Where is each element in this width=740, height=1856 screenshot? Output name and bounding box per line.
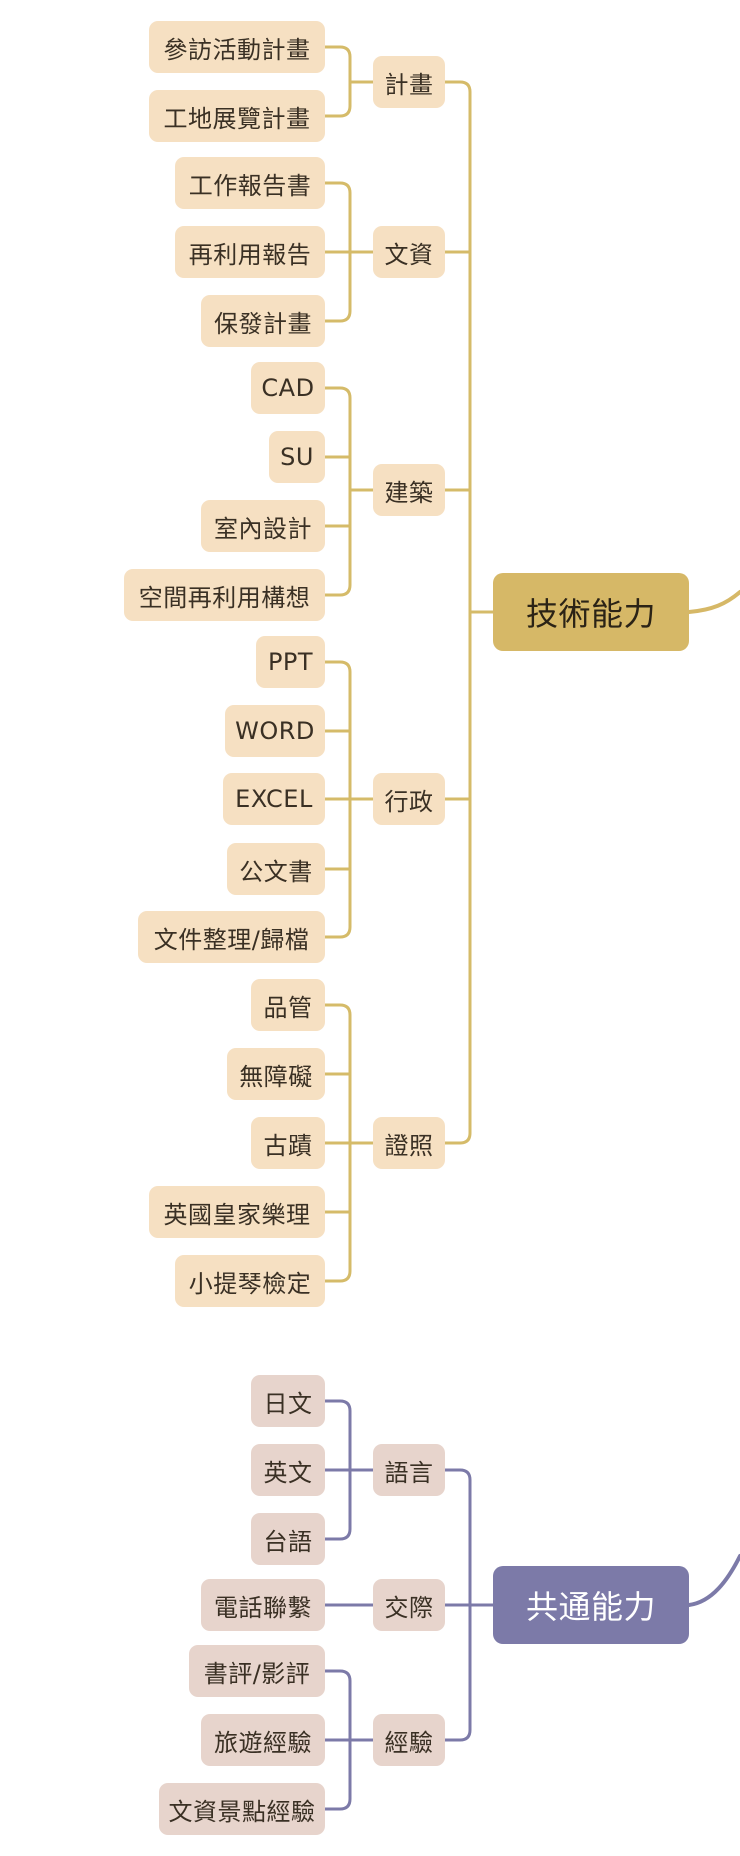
leaf-node[interactable]: CAD [251,362,325,414]
leaf-node[interactable]: 公文書 [227,843,325,895]
connector-line [323,45,352,118]
group-node-social[interactable]: 交際 [373,1579,445,1631]
connector-line [687,1554,740,1607]
group-node-heritage[interactable]: 文資 [373,226,445,278]
group-node-experience[interactable]: 經驗 [373,1714,445,1766]
leaf-node[interactable]: WORD [225,705,325,757]
leaf-node[interactable]: 文資景點經驗 [159,1783,325,1835]
connector-line [443,80,472,1145]
leaf-node[interactable]: 參訪活動計畫 [149,21,325,73]
leaf-node[interactable]: 室內設計 [201,500,325,552]
leaf-node[interactable]: 英文 [251,1444,325,1496]
root-node-common-skills[interactable]: 共通能力 [493,1566,689,1644]
leaf-node[interactable]: PPT [256,636,325,688]
leaf-node[interactable]: 日文 [251,1375,325,1427]
group-node-architecture[interactable]: 建築 [373,464,445,516]
leaf-node[interactable]: 旅遊經驗 [201,1714,325,1766]
leaf-node[interactable]: 工地展覽計畫 [149,90,325,142]
group-node-plan[interactable]: 計畫 [373,56,445,108]
leaf-node[interactable]: 品管 [251,979,325,1031]
leaf-node[interactable]: 保發計畫 [201,295,325,347]
leaf-node[interactable]: 文件整理/歸檔 [138,911,325,963]
leaf-node[interactable]: 書評/影評 [189,1645,325,1697]
group-node-administration[interactable]: 行政 [373,773,445,825]
connector-line [687,590,740,614]
leaf-node[interactable]: SU [269,431,325,483]
group-node-language[interactable]: 語言 [373,1444,445,1496]
leaf-node[interactable]: 再利用報告 [175,226,325,278]
leaf-node[interactable]: 無障礙 [227,1048,325,1100]
connector-line [323,386,352,597]
leaf-node[interactable]: 工作報告書 [175,157,325,209]
leaf-node[interactable]: 空間再利用構想 [124,569,325,621]
leaf-node[interactable]: 小提琴檢定 [175,1255,325,1307]
group-node-certificates[interactable]: 證照 [373,1117,445,1169]
leaf-node[interactable]: 英國皇家樂理 [149,1186,325,1238]
leaf-node[interactable]: EXCEL [223,773,325,825]
leaf-node[interactable]: 電話聯繫 [201,1579,325,1631]
leaf-node[interactable]: 台語 [251,1513,325,1565]
root-node-technical-skills[interactable]: 技術能力 [493,573,689,651]
leaf-node[interactable]: 古蹟 [251,1117,325,1169]
